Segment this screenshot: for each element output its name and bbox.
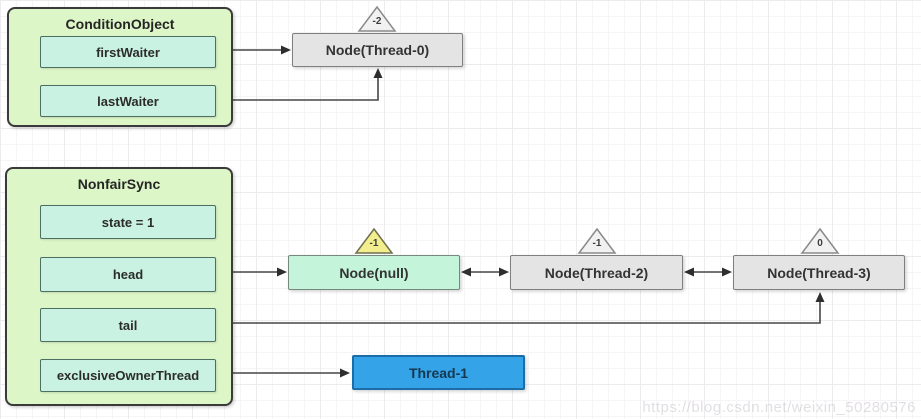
arrow-exclusiveownerthread-to-thread-1 bbox=[214, 368, 350, 378]
wait-status-triangle-node-thread-0: -2 bbox=[357, 5, 397, 33]
wait-status-triangle-node-null: -1 bbox=[354, 227, 394, 255]
wait-status-triangle-node-thread-2: -1 bbox=[577, 227, 617, 255]
arrow-node-thread-2-node-thread-3 bbox=[684, 267, 732, 277]
node-thread-0: Node(Thread-0) bbox=[292, 33, 463, 67]
node-thread-2: Node(Thread-2) bbox=[510, 255, 683, 290]
nonfairsync-box: NonfairSync state = 1 head tail exclusiv… bbox=[5, 167, 233, 406]
arrow-lastwaiter-to-node-thread-0 bbox=[214, 68, 383, 101]
wait-status-value: -1 bbox=[592, 238, 602, 249]
node-thread-3: Node(Thread-3) bbox=[733, 255, 905, 290]
field-state: state = 1 bbox=[40, 205, 216, 239]
watermark: https://blog.csdn.net/weixin_50280576 bbox=[642, 399, 916, 416]
triangle-icon bbox=[354, 227, 394, 254]
triangle-icon bbox=[357, 5, 397, 32]
node-null: Node(null) bbox=[288, 255, 460, 290]
arrow-node-null-node-thread-2 bbox=[461, 267, 509, 277]
triangle-icon bbox=[577, 227, 617, 254]
wait-status-value: 0 bbox=[817, 238, 823, 249]
field-firstwaiter: firstWaiter bbox=[40, 36, 216, 68]
field-head: head bbox=[40, 257, 216, 292]
triangle-icon bbox=[800, 227, 840, 254]
condition-object-box: ConditionObject firstWaiter lastWaiter bbox=[7, 7, 233, 127]
wait-status-value: -2 bbox=[372, 16, 382, 27]
wait-status-triangle-node-thread-3: 0 bbox=[800, 227, 840, 255]
thread-1-box: Thread-1 bbox=[352, 355, 525, 390]
nonfairsync-title: NonfairSync bbox=[77, 176, 161, 192]
condition-object-title: ConditionObject bbox=[65, 16, 175, 32]
wait-status-value: -1 bbox=[369, 238, 379, 249]
field-exclusiveownerthread: exclusiveOwnerThread bbox=[40, 359, 216, 392]
field-lastwaiter: lastWaiter bbox=[40, 85, 216, 117]
arrow-tail-node-thread-3 bbox=[215, 292, 825, 328]
field-tail: tail bbox=[40, 308, 216, 342]
